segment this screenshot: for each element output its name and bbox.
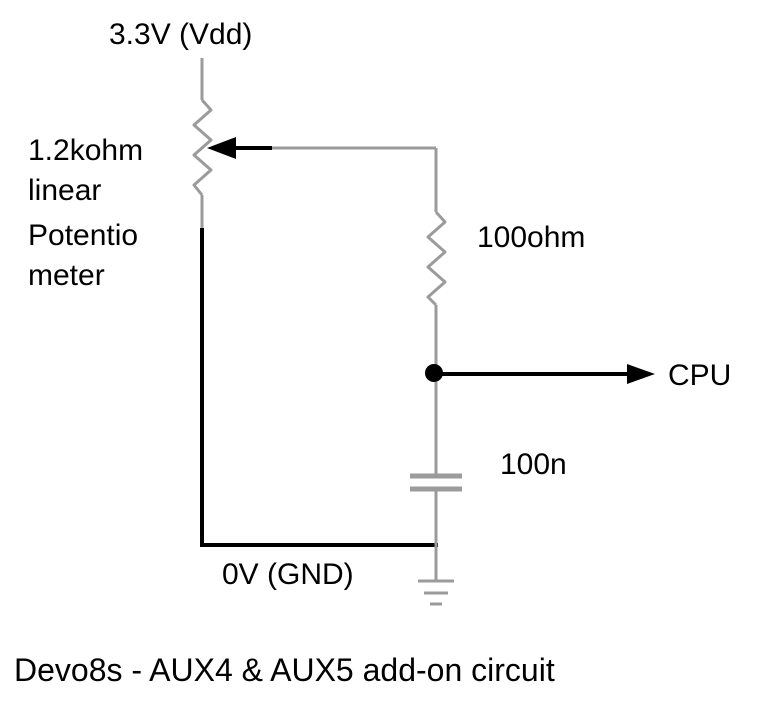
cpu-label: CPU bbox=[668, 359, 731, 392]
wiper-arrow-icon bbox=[207, 137, 236, 159]
pot-label-line3: Potentio bbox=[28, 219, 138, 252]
pot-label-line4: meter bbox=[28, 259, 105, 292]
pot-label-line2: linear bbox=[28, 174, 101, 207]
ground-label: 0V (GND) bbox=[222, 558, 354, 591]
resistor-symbol bbox=[426, 210, 447, 307]
cpu-arrow-icon bbox=[627, 364, 655, 384]
supply-label: 3.3V (Vdd) bbox=[109, 18, 252, 51]
potentiometer-symbol bbox=[192, 98, 213, 196]
resistor-label: 100ohm bbox=[477, 221, 585, 254]
ground-icon bbox=[418, 579, 454, 606]
diagram-caption: Devo8s - AUX4 & AUX5 add-on circuit bbox=[14, 652, 555, 688]
capacitor-label: 100n bbox=[500, 448, 567, 481]
pot-label-line1: 1.2kohm bbox=[28, 134, 143, 167]
